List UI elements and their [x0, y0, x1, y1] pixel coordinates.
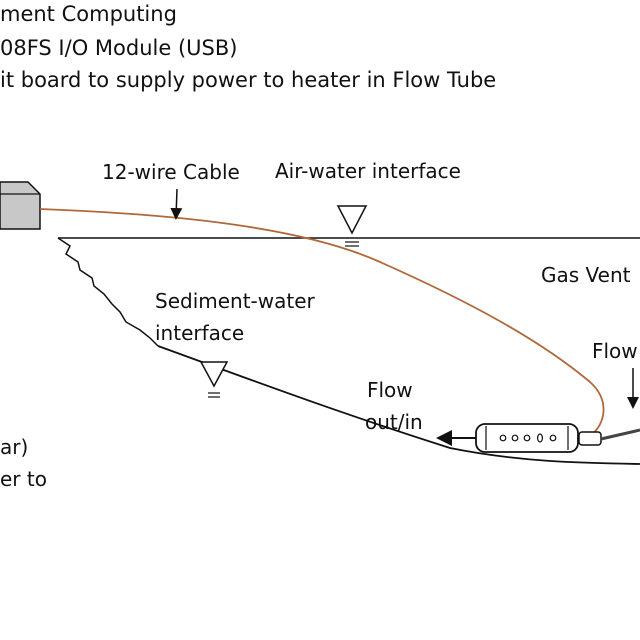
- instrument-box: [0, 181, 41, 230]
- sediment-label-line-2: interface: [155, 321, 245, 345]
- cable-label: 12-wire Cable: [102, 160, 240, 184]
- connector-pipe: [600, 428, 640, 441]
- gas-vent-label: Gas Vent: [541, 263, 631, 287]
- air-water-label: Air-water interface: [275, 159, 461, 183]
- flow-tube-connector: [578, 431, 602, 446]
- flow-tube-hole-4: [536, 433, 543, 443]
- flow-tube-hole-3: [523, 434, 531, 442]
- flow-tube-hole-5: [549, 434, 557, 442]
- header-line-2: 08FS I/O Module (USB): [0, 36, 238, 60]
- flow-label-line-1: Flow: [367, 378, 413, 402]
- header-line-1: ment Computing: [0, 2, 177, 26]
- flow-tube-hole-1: [499, 434, 507, 442]
- flow-right-label: Flow: [592, 339, 638, 363]
- cable-line: [39, 208, 605, 437]
- sediment-bed-line: [157, 345, 640, 465]
- flow-tube-hole-2: [511, 434, 519, 442]
- cable-pointer-arrow: [170, 188, 183, 220]
- sediment-label-line-1: Sediment-water: [155, 289, 315, 313]
- left-fragment-1: ar): [0, 435, 29, 459]
- header-line-3: it board to supply power to heater in Fl…: [0, 68, 497, 92]
- flow-label-line-2: out/in: [365, 410, 423, 434]
- air-water-interface-icon: [336, 205, 368, 235]
- sediment-water-interface-icon: [199, 361, 229, 388]
- left-fragment-2: er to: [0, 467, 47, 491]
- left-bank-line: [57, 237, 159, 347]
